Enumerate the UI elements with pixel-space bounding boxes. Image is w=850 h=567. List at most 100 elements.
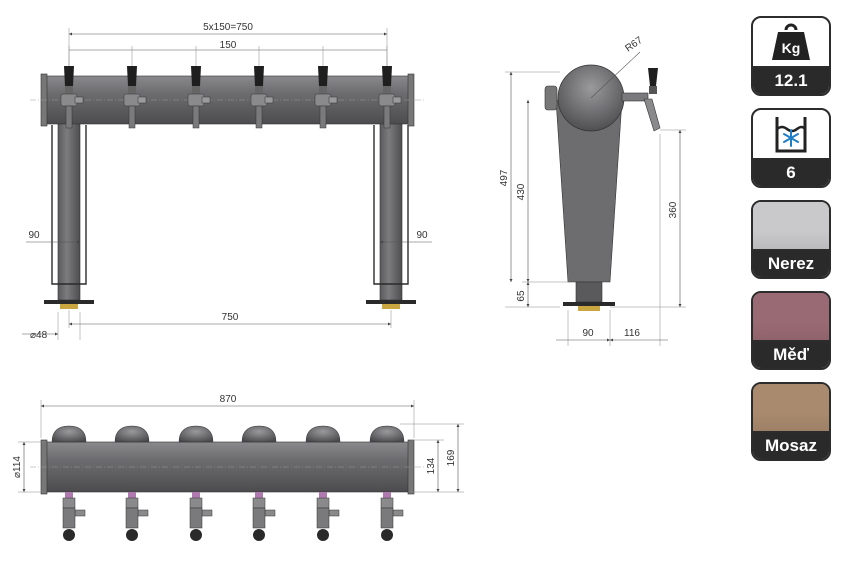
side-tap-body (621, 92, 649, 102)
tap-cap (305, 425, 341, 443)
dim-radius: R67 (623, 35, 645, 55)
side-column-foot (575, 281, 603, 303)
tap-handle-end (253, 529, 265, 541)
tap-ring (192, 492, 200, 498)
dim-base-width: 90 (582, 328, 594, 339)
top-tap-3 (178, 425, 214, 541)
tap-cap (241, 425, 277, 443)
dim-spacing: 5x150=750 (203, 22, 253, 33)
weight-icon-area: Kg (753, 18, 829, 66)
top-view: 870 ⌀114 134 169 (12, 394, 464, 541)
top-tap-4 (241, 425, 277, 541)
finish-swatch-nerez (753, 202, 829, 251)
right-wire-frame (373, 125, 409, 285)
tap-ring (128, 492, 136, 498)
tap-body (62, 497, 76, 509)
finish-swatch-mosaz (753, 384, 829, 433)
svg-text:Kg: Kg (782, 40, 801, 56)
dim-pitch: 150 (220, 40, 237, 51)
tap-spout (383, 105, 391, 129)
right-leg (379, 121, 403, 301)
top-tap-6 (369, 425, 405, 541)
right-base-nut (382, 304, 400, 309)
dim-top-diameter: ⌀114 (12, 456, 23, 478)
tap-cap (369, 425, 405, 443)
left-wire-frame (51, 125, 87, 285)
dim-base-span: 750 (222, 312, 239, 323)
tap-body (187, 93, 205, 107)
weight-value: 12.1 (753, 66, 829, 94)
tap-body (380, 497, 394, 509)
dim-top-total-depth: 169 (446, 449, 457, 466)
top-tap-2 (114, 425, 150, 541)
finish-label-mosaz: Mosaz (753, 431, 829, 459)
tap-body (125, 497, 139, 509)
front-tap-5 (314, 66, 338, 129)
tap-ring (383, 492, 391, 498)
tap-spout (65, 105, 73, 129)
tap-spout (255, 105, 263, 129)
tap-body (378, 93, 396, 107)
finish-tile-nerez: Nerez (751, 200, 831, 279)
side-base-plate (563, 302, 615, 306)
left-base-plate (44, 300, 94, 304)
dim-right-offset: 90 (416, 230, 428, 241)
tap-spout (319, 105, 327, 129)
front-tap-1 (60, 66, 84, 129)
top-tap-5 (305, 425, 341, 541)
tap-ring (255, 492, 263, 498)
tap-handle (254, 66, 264, 86)
tap-spout (128, 105, 136, 129)
side-base-nut (578, 306, 600, 311)
side-tap-spout (643, 98, 661, 132)
tap-handle (127, 66, 137, 86)
tap-body (316, 497, 330, 509)
tap-body (60, 93, 78, 107)
tap-body (250, 93, 268, 107)
tap-handle (382, 66, 392, 86)
finish-label-nerez: Nerez (753, 249, 829, 277)
top-tap-1 (51, 425, 87, 541)
dim-tap-height: 360 (668, 201, 679, 218)
dim-column-height: 430 (516, 183, 527, 200)
tap-handle-end (317, 529, 329, 541)
tap-cap (114, 425, 150, 443)
dim-total-length: 870 (220, 394, 237, 405)
left-leg (57, 121, 81, 301)
cooling-icon-area (753, 110, 829, 158)
side-pipe-cap (544, 85, 558, 111)
front-view: 5x150=750 150 90 90 ⌀48 750 (22, 22, 432, 341)
dim-top-depth: 134 (426, 457, 437, 474)
dim-pipe-diameter: ⌀48 (30, 330, 48, 341)
finish-swatch-med (753, 293, 829, 342)
tap-body (252, 497, 266, 509)
right-base-plate (366, 300, 416, 304)
dim-left-offset: 90 (28, 230, 40, 241)
tap-ring (65, 492, 73, 498)
ice-bath-icon (775, 117, 807, 153)
tap-handle (191, 66, 201, 86)
dim-tap-reach: 116 (624, 328, 640, 339)
front-tap-3 (187, 66, 211, 129)
tap-handle-end (126, 529, 138, 541)
finish-tile-med: Měď (751, 291, 831, 370)
tap-handle (318, 66, 328, 86)
cooling-value: 6 (753, 158, 829, 186)
front-tap-6 (378, 66, 402, 129)
side-tap-handle (648, 68, 658, 86)
left-base-nut (60, 304, 78, 309)
top-taps (51, 425, 405, 541)
tap-cap (51, 425, 87, 443)
finish-label-med: Měď (753, 340, 829, 368)
tap-ring (319, 492, 327, 498)
dim-base-height: 65 (516, 290, 527, 302)
tap-body (189, 497, 203, 509)
tap-body (123, 93, 141, 107)
front-tap-4 (250, 66, 274, 129)
tap-handle-end (381, 529, 393, 541)
weight-tile: Kg 12.1 (751, 16, 831, 96)
tap-handle-end (190, 529, 202, 541)
finish-tile-mosaz: Mosaz (751, 382, 831, 461)
side-view: R67 497 430 65 360 90 116 (499, 35, 686, 346)
